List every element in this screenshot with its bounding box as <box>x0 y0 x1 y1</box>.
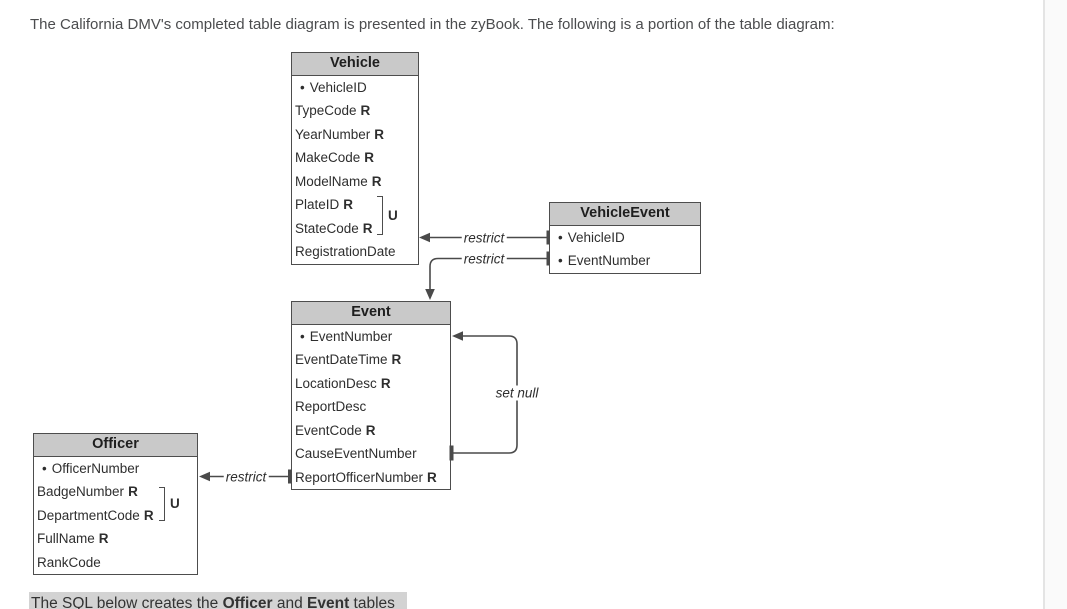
footer-table-event: Event <box>307 595 350 609</box>
column-label: DepartmentCode <box>37 507 140 523</box>
relationship-label-set-null: set null <box>493 385 541 401</box>
required-marker: R <box>143 507 154 523</box>
primary-key-bullet-icon: • <box>42 460 47 476</box>
unique-label-vehicle: U <box>388 208 398 223</box>
table-vehicle-title: Vehicle <box>292 53 418 76</box>
unique-label-officer: U <box>170 496 180 511</box>
column-label: MakeCode <box>295 150 361 165</box>
footer-sentence: The SQL below creates the Officer and Ev… <box>29 592 407 609</box>
table-vehicleevent-title: VehicleEvent <box>550 203 700 226</box>
required-marker: R <box>364 150 375 165</box>
column-label: StateCode <box>295 220 359 236</box>
column-label: RankCode <box>37 554 101 570</box>
required-marker: R <box>371 173 382 189</box>
relationship-label-restrict-2: restrict <box>461 251 507 267</box>
footer-table-officer: Officer <box>222 595 273 609</box>
footer-text-after: tables <box>349 595 395 609</box>
column-label: FullName <box>37 531 95 546</box>
column-label: YearNumber <box>295 126 371 142</box>
column-label: VehicleID <box>567 229 625 245</box>
footer-text-between: and <box>272 595 308 609</box>
required-marker: R <box>98 531 109 546</box>
content-edge-divider <box>1043 0 1045 609</box>
arrowhead-left-icon <box>199 471 210 482</box>
column-label: BadgeNumber <box>37 484 125 499</box>
column-row-eventnumber: •EventNumber <box>292 325 450 349</box>
column-label: EventDateTime <box>295 352 388 367</box>
required-marker: R <box>343 197 354 212</box>
column-label: ReportOfficerNumber <box>295 469 424 485</box>
primary-key-bullet-icon: • <box>558 253 563 268</box>
column-row-eventnumber: • EventNumber <box>550 249 700 273</box>
required-marker: R <box>374 126 385 142</box>
column-label: OfficerNumber <box>51 460 140 476</box>
primary-key-bullet-icon: • <box>300 328 305 344</box>
arrowhead-down-icon <box>425 289 435 300</box>
column-label: VehicleID <box>309 79 367 95</box>
column-label: PlateID <box>295 197 340 212</box>
column-label: TypeCode <box>295 103 357 118</box>
column-label: RegistrationDate <box>295 244 396 259</box>
column-label: CauseEventNumber <box>295 446 417 461</box>
column-label: LocationDesc <box>295 375 377 391</box>
column-row-rankcode: RankCode <box>34 551 197 575</box>
column-row-causeeventnumber: CauseEventNumber <box>292 442 450 466</box>
arrowhead-left-icon <box>419 232 430 243</box>
relationship-label-restrict-1: restrict <box>461 230 507 246</box>
column-label: EventNumber <box>567 253 651 268</box>
required-marker: R <box>365 422 376 438</box>
right-gutter <box>1045 0 1067 609</box>
table-vehicleevent-columns: •VehicleID•EventNumber <box>550 226 700 273</box>
column-row-vehicleid: •VehicleID <box>292 76 418 100</box>
primary-key-bullet-icon: • <box>558 229 563 245</box>
required-marker: R <box>380 375 391 391</box>
required-marker: R <box>128 484 138 499</box>
column-label: ModelName <box>295 173 368 189</box>
column-row-registrationdate: RegistrationDate <box>292 240 418 264</box>
column-row-reportdesc: ReportDesc <box>292 395 450 419</box>
footer-text-before: The SQL below creates the <box>31 595 223 609</box>
table-vehicleevent: VehicleEvent •VehicleID•EventNumber <box>549 202 701 274</box>
table-officer-title: Officer <box>34 434 197 457</box>
table-event-title: Event <box>292 302 450 325</box>
column-row-vehicleid: •VehicleID <box>550 226 700 250</box>
relationship-label-restrict-3: restrict <box>223 469 269 485</box>
primary-key-bullet-icon: • <box>300 79 305 95</box>
column-label: EventCode <box>295 422 362 438</box>
unique-bracket-vehicle <box>377 196 383 235</box>
required-marker: R <box>427 469 437 485</box>
required-marker: R <box>391 352 402 367</box>
column-label: ReportDesc <box>295 399 367 414</box>
unique-bracket-officer <box>159 487 165 521</box>
required-marker: R <box>360 103 371 118</box>
arrowhead-left-icon <box>452 331 463 341</box>
intro-text: The California DMV's completed table dia… <box>30 16 835 33</box>
required-marker: R <box>362 220 373 236</box>
column-label: EventNumber <box>309 328 393 344</box>
column-row-officernumber: •OfficerNumber <box>34 457 197 481</box>
